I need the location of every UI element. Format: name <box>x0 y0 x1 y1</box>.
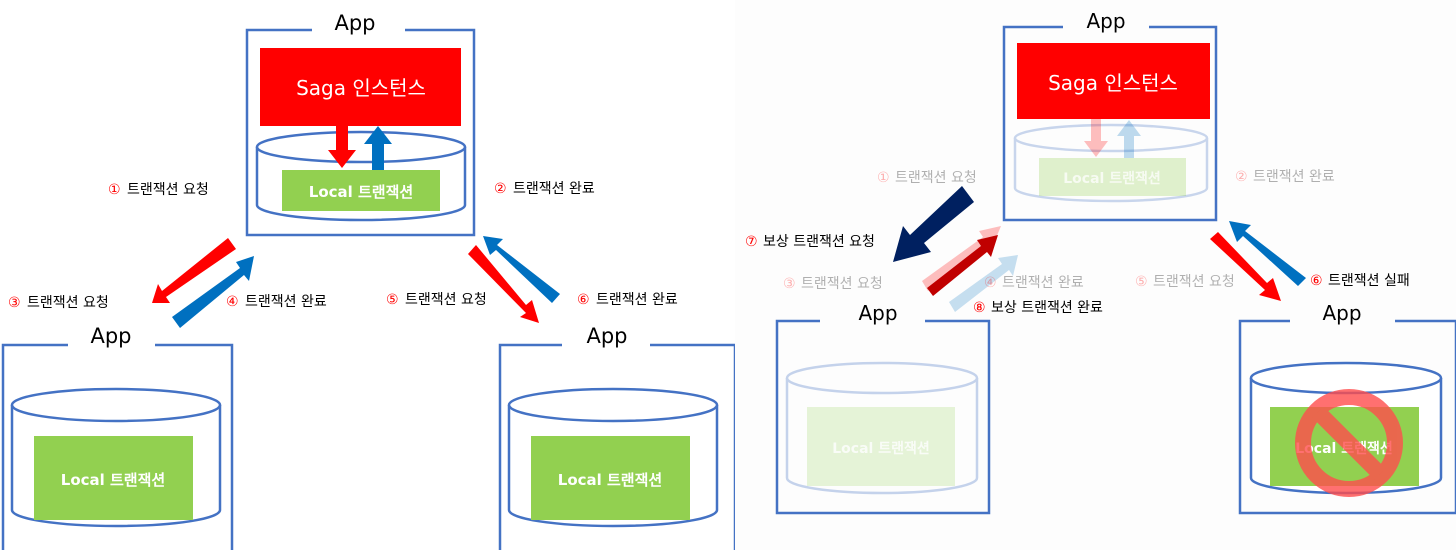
left-local-transaction-box <box>807 407 955 486</box>
left-app-label: App <box>858 301 897 325</box>
left-app: App Local 트랜잭션 <box>1 324 234 550</box>
request-arrow-right <box>1210 232 1281 301</box>
step-label-5: ⑤ 트랜잭션 요청 <box>1135 274 1235 290</box>
step-label-4: ④ 트랜잭션 완료 <box>226 294 327 310</box>
svg-text:트랜잭션 요청: 트랜잭션 요청 <box>27 295 109 311</box>
svg-text:⑥: ⑥ <box>577 292 590 308</box>
failure-complete-arrow-right <box>1229 221 1306 286</box>
saga-to-local-arrow <box>328 126 356 168</box>
left-local-transaction-box <box>34 436 193 520</box>
left-app: App Local 트랜잭션 <box>775 301 991 515</box>
svg-text:트랜잭션 요청: 트랜잭션 요청 <box>127 182 209 198</box>
svg-text:②: ② <box>494 181 507 197</box>
step-label-4: ④ 트랜잭션 완료 <box>984 275 1084 291</box>
left-local-transaction-label: Local 트랜잭션 <box>61 471 165 489</box>
svg-text:⑤: ⑤ <box>1135 274 1148 290</box>
local-to-saga-arrow <box>1117 120 1141 158</box>
svg-text:트랜잭션 요청: 트랜잭션 요청 <box>1153 274 1235 290</box>
svg-text:③: ③ <box>8 295 21 311</box>
svg-text:①: ① <box>108 182 121 198</box>
svg-text:②: ② <box>1235 169 1248 185</box>
right-app-label: App <box>586 324 627 348</box>
local-transaction-box <box>1039 158 1186 196</box>
svg-text:④: ④ <box>984 275 997 291</box>
svg-text:보상 트랜잭션 요청: 보상 트랜잭션 요청 <box>763 234 875 250</box>
svg-text:⑤: ⑤ <box>386 292 399 308</box>
compensation-complete-arrow <box>927 235 998 296</box>
local-transaction-label: Local 트랜잭션 <box>1063 170 1160 187</box>
saga-instance-label: Saga 인스턴스 <box>296 76 426 100</box>
saga-compensation-diagram: App Saga 인스턴스 Local 트랜잭션 App Local 트랜잭션 … <box>735 0 1456 550</box>
failure-prohibited-icon <box>1295 389 1403 497</box>
saga-instance-box <box>260 48 461 126</box>
complete-arrow-left <box>172 256 254 328</box>
request-arrow-right <box>468 245 539 323</box>
saga-instance-label: Saga 인스턴스 <box>1048 71 1178 95</box>
svg-text:③: ③ <box>783 276 796 292</box>
svg-text:트랜잭션 완료: 트랜잭션 완료 <box>596 292 678 308</box>
local-transaction-label: Local 트랜잭션 <box>309 183 413 201</box>
orchestrator-app-label: App <box>1086 9 1125 33</box>
right-app: App Local 트랜잭션 <box>1238 301 1456 515</box>
svg-text:트랜잭션 완료: 트랜잭션 완료 <box>1253 169 1335 185</box>
orchestrator-app-label: App <box>334 11 375 35</box>
step-label-5: ⑤ 트랜잭션 요청 <box>386 292 487 308</box>
svg-text:트랜잭션 요청: 트랜잭션 요청 <box>895 170 977 186</box>
orchestrator-app: App Saga 인스턴스 Local 트랜잭션 <box>245 11 476 237</box>
saga-to-local-arrow <box>1084 119 1108 157</box>
request-arrow-left <box>152 238 236 303</box>
orchestrator-app: App Saga 인스턴스 Local 트랜잭션 <box>1002 9 1218 222</box>
left-local-transaction-label: Local 트랜잭션 <box>832 440 929 457</box>
svg-text:트랜잭션 완료: 트랜잭션 완료 <box>1002 275 1084 291</box>
local-to-saga-arrow <box>364 126 392 170</box>
step-label-3: ③ 트랜잭션 요청 <box>783 276 883 292</box>
svg-text:보상 트랜잭션 완료: 보상 트랜잭션 완료 <box>991 300 1103 316</box>
local-transaction-box <box>282 170 440 211</box>
right-local-transaction-label: Local 트랜잭션 <box>558 471 662 489</box>
svg-text:트랜잭션 완료: 트랜잭션 완료 <box>245 294 327 310</box>
step-label-1: ① 트랜잭션 요청 <box>108 182 209 198</box>
right-app-label: App <box>1322 301 1361 325</box>
svg-text:①: ① <box>877 170 890 186</box>
step-label-1: ① 트랜잭션 요청 <box>877 170 977 186</box>
svg-text:⑧: ⑧ <box>973 300 986 316</box>
compensation-request-arrow <box>893 186 974 262</box>
svg-text:⑥: ⑥ <box>1310 273 1323 289</box>
svg-text:트랜잭션 실패: 트랜잭션 실패 <box>1328 273 1410 289</box>
svg-text:트랜잭션 요청: 트랜잭션 요청 <box>801 276 883 292</box>
svg-text:④: ④ <box>226 294 239 310</box>
complete-arrow-right <box>483 236 560 303</box>
saga-success-diagram: App Saga 인스턴스 Local 트랜잭션 App Local 트랜잭션 … <box>1 11 737 550</box>
step-label-2: ② 트랜잭션 완료 <box>1235 169 1335 185</box>
step-label-8: ⑧ 보상 트랜잭션 완료 <box>973 300 1103 316</box>
step-label-7: ⑦ 보상 트랜잭션 요청 <box>745 234 875 250</box>
left-app-label: App <box>90 324 131 348</box>
svg-text:트랜잭션 요청: 트랜잭션 요청 <box>405 292 487 308</box>
right-local-transaction-box <box>531 436 690 520</box>
saga-instance-box <box>1017 43 1210 119</box>
svg-text:⑦: ⑦ <box>745 234 758 250</box>
faded-complete-arrow-left <box>949 255 1018 312</box>
step-label-2: ② 트랜잭션 완료 <box>494 181 595 197</box>
step-label-6: ⑥ 트랜잭션 실패 <box>1310 273 1410 289</box>
right-app: App Local 트랜잭션 <box>498 324 737 550</box>
step-label-6: ⑥ 트랜잭션 완료 <box>577 292 678 308</box>
step-label-3: ③ 트랜잭션 요청 <box>8 295 109 311</box>
svg-text:트랜잭션 완료: 트랜잭션 완료 <box>513 181 595 197</box>
